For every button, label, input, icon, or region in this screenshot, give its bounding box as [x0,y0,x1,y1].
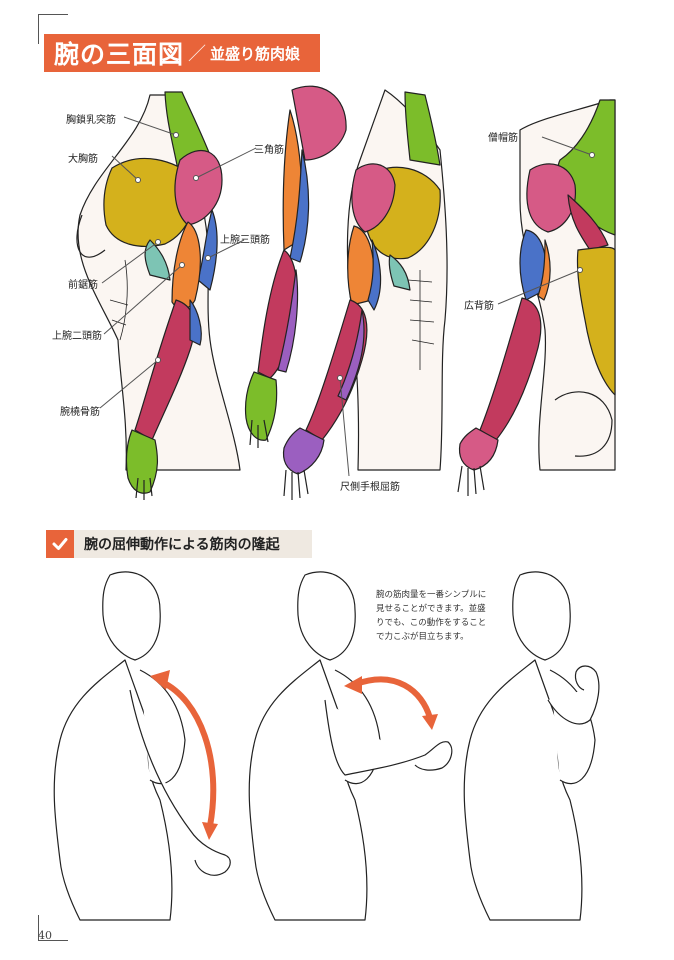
title-separator: ／ [188,44,207,65]
label-triceps: 上腕三頭筋 [220,235,270,246]
label-brachioradialis: 腕橈骨筋 [60,407,100,418]
section-heading: 腕の屈伸動作による筋肉の隆起 [46,530,312,558]
page-title-banner: 腕の三面図 ／ 並盛り筋肉娘 [44,34,320,72]
page-subtitle: 並盛り筋肉娘 [210,44,301,63]
page-title: 腕の三面図 [54,40,185,69]
label-deltoid: 三角筋 [254,145,284,156]
check-icon [46,530,74,558]
motion-arrows [159,676,433,829]
label-pectoralis-major: 大胸筋 [68,154,98,165]
figure-back-view [457,99,616,496]
page-number: 40 [38,929,52,942]
figure-side-view [244,85,448,500]
pose-arm-half-bent [248,571,453,921]
crop-mark-top [38,14,68,15]
section-heading-text: 腕の屈伸動作による筋肉の隆起 [84,537,280,553]
label-serratus-anterior: 前鋸筋 [68,280,98,291]
crop-mark-bottom [38,940,68,941]
pose-arm-fully-bent [463,571,600,921]
label-latissimus-dorsi: 広背筋 [464,301,494,312]
pose-arm-extended [53,571,231,921]
label-flexor-carpi-ulnaris: 尺側手根屈筋 [340,482,400,493]
crop-mark-bottom-left [38,915,39,941]
crop-mark-left [38,14,39,44]
arm-flexion-sequence [53,571,600,921]
label-trapezius: 僧帽筋 [488,133,518,144]
figure-front-view [76,91,241,500]
label-biceps: 上腕二頭筋 [52,331,102,342]
caption-note: 腕の筋肉量を一番シンプルに見せることができます。並盛りでも、この動作をすることで… [376,590,487,642]
label-sternocleidomastoid: 胸鎖乳突筋 [66,115,116,126]
